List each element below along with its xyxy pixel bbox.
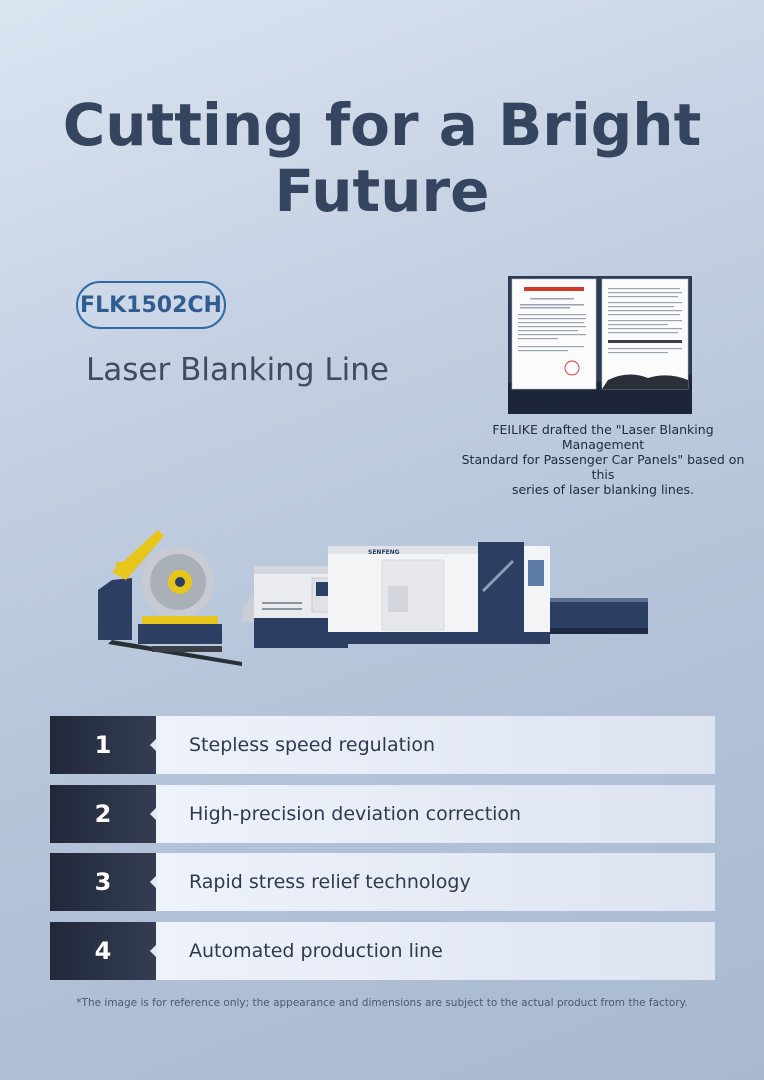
disclaimer-note: *The image is for reference only; the ap… bbox=[76, 997, 688, 1009]
model-badge: FLK1502CH bbox=[76, 281, 226, 329]
feature-label: High-precision deviation correction bbox=[156, 785, 715, 843]
feature-label: Stepless speed regulation bbox=[156, 716, 715, 774]
feature-item-3: 3 Rapid stress relief technology bbox=[50, 853, 715, 911]
page-title: Cutting for a Bright Future bbox=[0, 92, 764, 224]
exchange-table bbox=[550, 598, 648, 634]
title-line-2: Future bbox=[274, 157, 490, 225]
title-line-1: Cutting for a Bright bbox=[62, 91, 702, 159]
product-name: Laser Blanking Line bbox=[86, 352, 389, 388]
machine-brand-label: SENFENG bbox=[368, 549, 400, 556]
feature-number: 4 bbox=[50, 922, 157, 980]
caption-line-2: Standard for Passenger Car Panels" based… bbox=[461, 452, 745, 482]
feature-number: 2 bbox=[50, 785, 157, 843]
caption-line-3: series of laser blanking lines. bbox=[511, 482, 695, 497]
laser-cabin: SENFENG bbox=[328, 542, 550, 644]
feature-label: Automated production line bbox=[156, 922, 715, 980]
feature-number: 3 bbox=[50, 853, 157, 911]
feature-item-4: 4 Automated production line bbox=[50, 922, 715, 980]
feature-label: Rapid stress relief technology bbox=[156, 853, 715, 911]
feature-item-1: 1 Stepless speed regulation bbox=[50, 716, 715, 774]
feature-item-2: 2 High-precision deviation correction bbox=[50, 785, 715, 843]
laser-blanking-machine-image: SENFENG bbox=[98, 530, 648, 666]
feature-number: 1 bbox=[50, 716, 157, 774]
certificate-image bbox=[508, 276, 692, 414]
uncoiler bbox=[98, 530, 242, 666]
certificate-caption: FEILIKE drafted the "Laser Blanking Mana… bbox=[450, 422, 756, 497]
caption-line-1: FEILIKE drafted the "Laser Blanking Mana… bbox=[492, 422, 714, 452]
